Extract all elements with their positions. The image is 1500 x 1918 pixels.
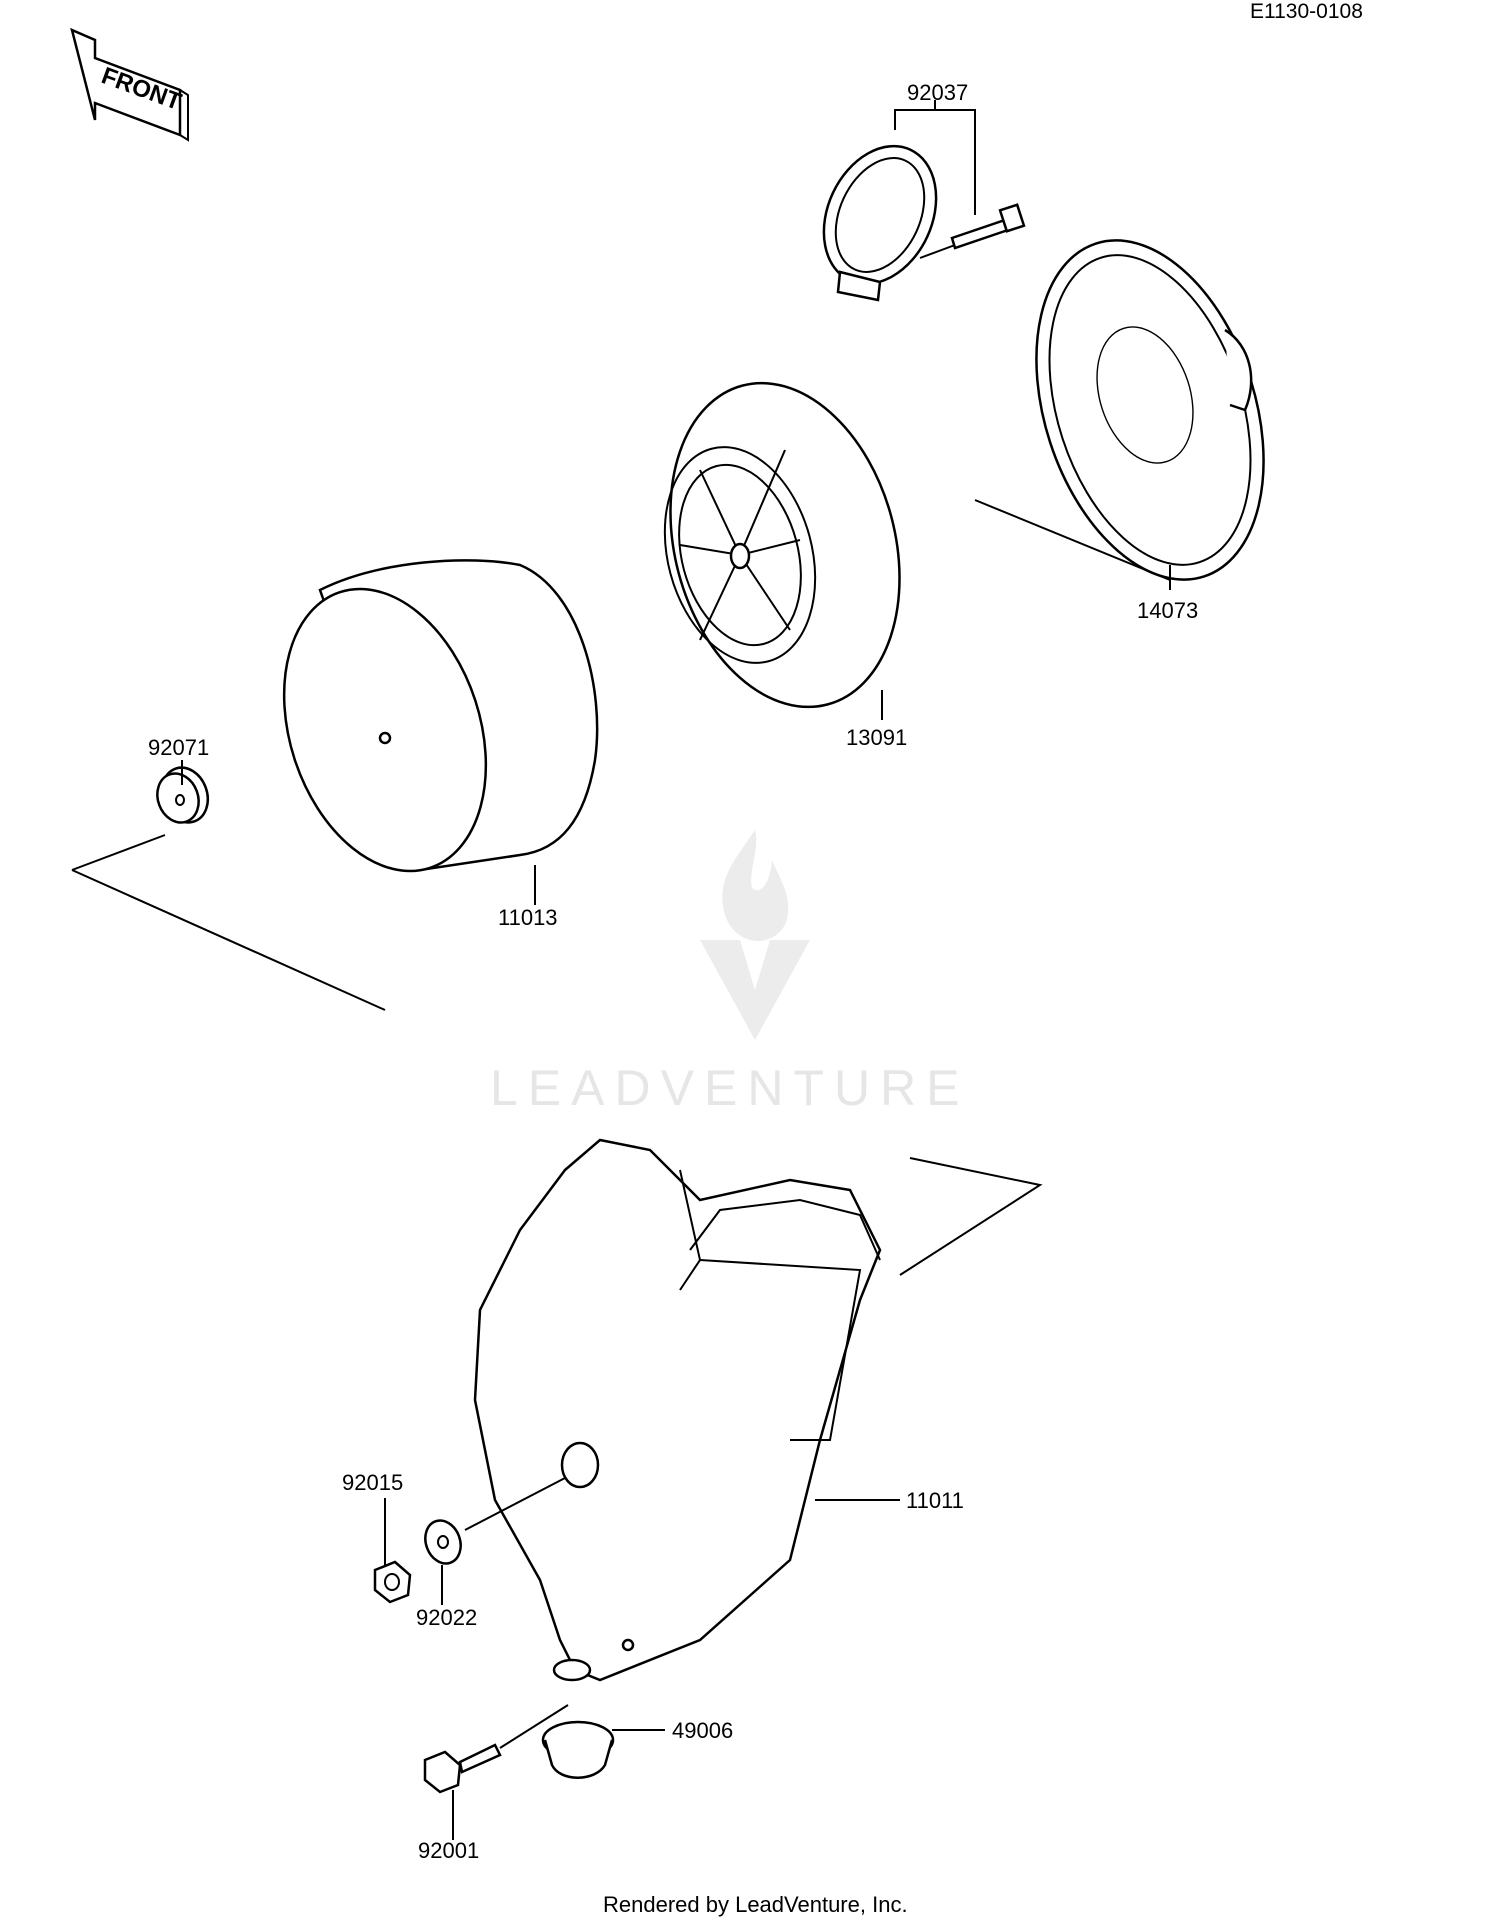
- clamp-band: [822, 144, 938, 302]
- part-number-92022: 92022: [416, 1605, 477, 1630]
- front-arrow-icon: FRONT: [70, 27, 189, 142]
- watermark-text: LEADVENTURE: [490, 1060, 970, 1116]
- footer-credit: Rendered by LeadVenture, Inc.: [603, 1892, 908, 1917]
- washer: [424, 1519, 462, 1565]
- cleaner-cover: [1035, 239, 1265, 581]
- part-number-92015: 92015: [342, 1470, 403, 1495]
- nut: [373, 1560, 412, 1604]
- part-number-92037: 92037: [907, 80, 968, 105]
- part-number-92001: 92001: [418, 1838, 479, 1863]
- clamp-screw: [950, 203, 1026, 250]
- bolt: [423, 1743, 502, 1794]
- leadventure-watermark: LEADVENTURE: [490, 830, 970, 1116]
- part-number-11011: 11011: [906, 1488, 964, 1513]
- grommet: [156, 766, 210, 824]
- part-number-49006: 49006: [672, 1718, 733, 1743]
- cleaner-case: [473, 1138, 882, 1682]
- element-frame: [663, 381, 901, 709]
- part-number-11013: 11013: [498, 905, 558, 930]
- diagram-code: E1130-0108: [1250, 0, 1363, 23]
- part-number-13091: 13091: [846, 725, 907, 750]
- air-filter-element: [282, 559, 599, 873]
- part-number-14073: 14073: [1137, 598, 1198, 623]
- drain-cap: [541, 1720, 615, 1779]
- part-number-92071: 92071: [148, 735, 209, 760]
